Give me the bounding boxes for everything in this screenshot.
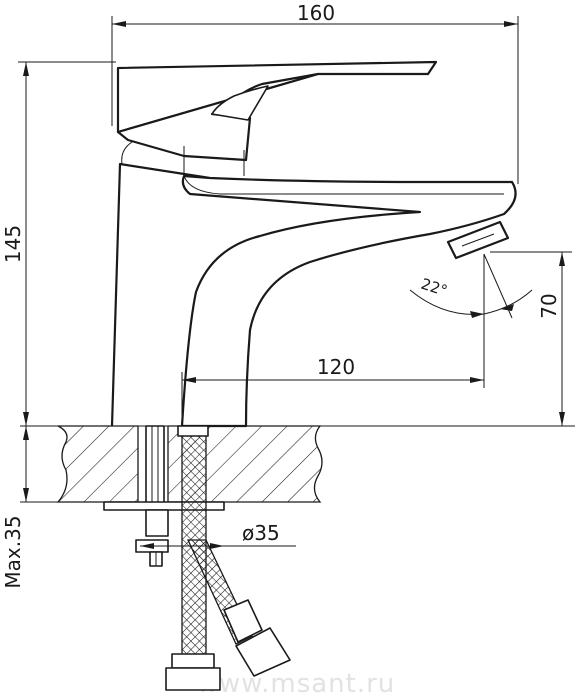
reach-label: 120 bbox=[317, 355, 355, 379]
dimension-angle: 22° bbox=[409, 253, 533, 319]
spout-height-label: 70 bbox=[537, 293, 561, 318]
dimension-height: 145 bbox=[1, 61, 116, 426]
dimension-counter-thickness: Max.35 bbox=[1, 426, 29, 589]
hole-diameter-label: ø35 bbox=[242, 521, 280, 545]
countertop-section bbox=[20, 425, 575, 503]
watermark-text: www.msant.ru bbox=[197, 669, 396, 699]
dimension-spout-height: 70 bbox=[320, 251, 572, 427]
dimension-hole-diameter: ø35 bbox=[140, 521, 296, 549]
lever-handle bbox=[116, 60, 438, 176]
faucet-body bbox=[110, 141, 517, 428]
height-label: 145 bbox=[1, 225, 25, 263]
width-label: 160 bbox=[297, 1, 335, 25]
mounting-hardware bbox=[103, 425, 291, 691]
aerator bbox=[446, 220, 510, 260]
angle-label: 22° bbox=[419, 275, 450, 300]
dimension-width: 160 bbox=[111, 1, 519, 184]
counter-thickness-label: Max.35 bbox=[1, 515, 25, 588]
dimension-reach: 120 bbox=[181, 254, 485, 426]
